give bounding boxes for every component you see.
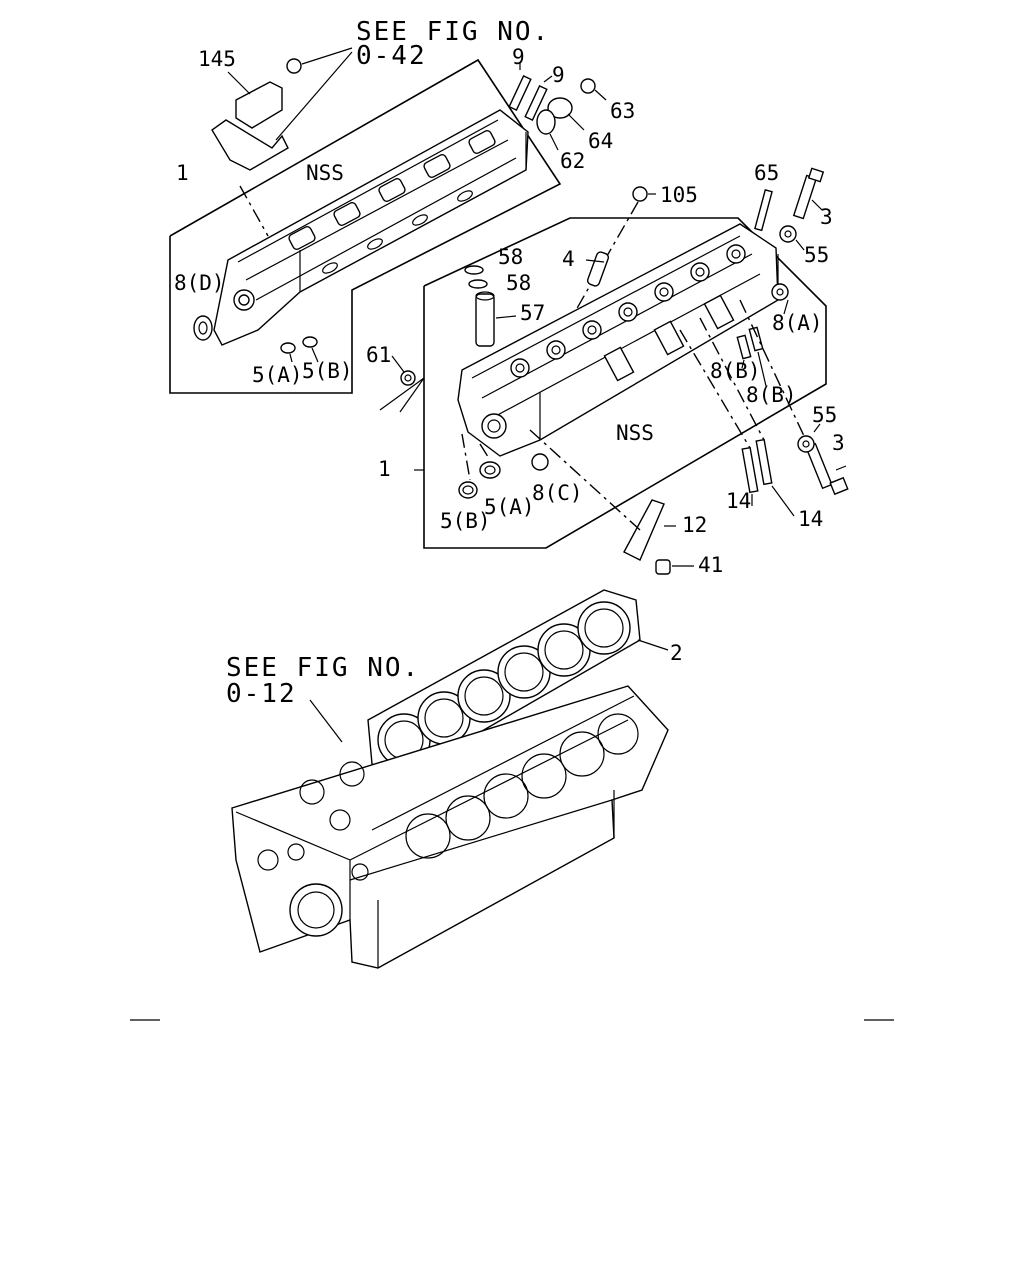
upper-seals — [193, 185, 319, 363]
label-8d: 8(D) — [174, 271, 225, 295]
label-5a-top: 5(A) — [252, 363, 303, 387]
block-fig-ref-line2: 0-12 — [226, 679, 297, 709]
label-55-top: 55 — [804, 243, 829, 267]
lower-head-frame — [423, 217, 827, 549]
label-5b-top: 5(B) — [302, 359, 353, 383]
upper-cylinder-head — [213, 109, 529, 346]
head-fig-ref-line1: SEE FIG NO. — [356, 17, 550, 47]
upper-head-frame — [169, 58, 562, 394]
label-nss-bot: NSS — [616, 421, 654, 445]
lower-seals — [414, 433, 549, 499]
block-fig-ref-line1: SEE FIG NO. — [226, 653, 420, 683]
parts-65-3-55-top — [754, 167, 825, 315]
head-gasket-2 — [367, 589, 669, 777]
label-3-top: 3 — [820, 205, 833, 229]
label-3-bot: 3 — [832, 431, 845, 455]
label-57: 57 — [520, 301, 545, 325]
lower-cylinder-head — [457, 223, 779, 457]
bracket-145 — [211, 58, 302, 171]
part-61 — [379, 355, 425, 413]
label-55-bot: 55 — [812, 403, 837, 427]
plate-12 — [529, 429, 676, 561]
label-9b: 9 — [552, 63, 565, 87]
cylinder-block — [231, 685, 669, 969]
label-1-bot: 1 — [378, 457, 391, 481]
label-14b: 14 — [798, 507, 823, 531]
label-4: 4 — [562, 247, 575, 271]
label-8c: 8(C) — [532, 481, 583, 505]
label-61: 61 — [366, 343, 391, 367]
label-9a: 9 — [512, 45, 525, 69]
label-12: 12 — [682, 513, 707, 537]
label-105: 105 — [660, 183, 698, 207]
label-2: 2 — [670, 641, 683, 665]
upper-head-ports — [288, 130, 496, 274]
label-41: 41 — [698, 553, 723, 577]
label-8b-b: 8(B) — [746, 383, 797, 407]
label-5b-bot: 5(B) — [440, 509, 491, 533]
label-58b: 58 — [506, 271, 531, 295]
label-14a: 14 — [726, 489, 751, 513]
parts-9-63-64-62 — [508, 62, 607, 151]
label-8a: 8(A) — [772, 311, 823, 335]
parts-105-4-57-58 — [464, 186, 656, 347]
parts-8b — [736, 326, 767, 387]
label-1-top: 1 — [176, 161, 189, 185]
label-65: 65 — [754, 161, 779, 185]
label-145: 145 — [198, 47, 236, 71]
label-62: 62 — [560, 149, 585, 173]
label-64: 64 — [588, 129, 613, 153]
label-nss-top: NSS — [306, 161, 344, 185]
bolt-41 — [655, 559, 694, 575]
bolts-14-3 — [679, 299, 849, 517]
head-fig-ref-line2: 0-42 — [356, 41, 427, 71]
lower-head-valves — [510, 244, 746, 382]
label-63: 63 — [610, 99, 635, 123]
label-5a-bot: 5(A) — [484, 495, 535, 519]
label-58a: 58 — [498, 245, 523, 269]
label-8b-a: 8(B) — [710, 359, 761, 383]
